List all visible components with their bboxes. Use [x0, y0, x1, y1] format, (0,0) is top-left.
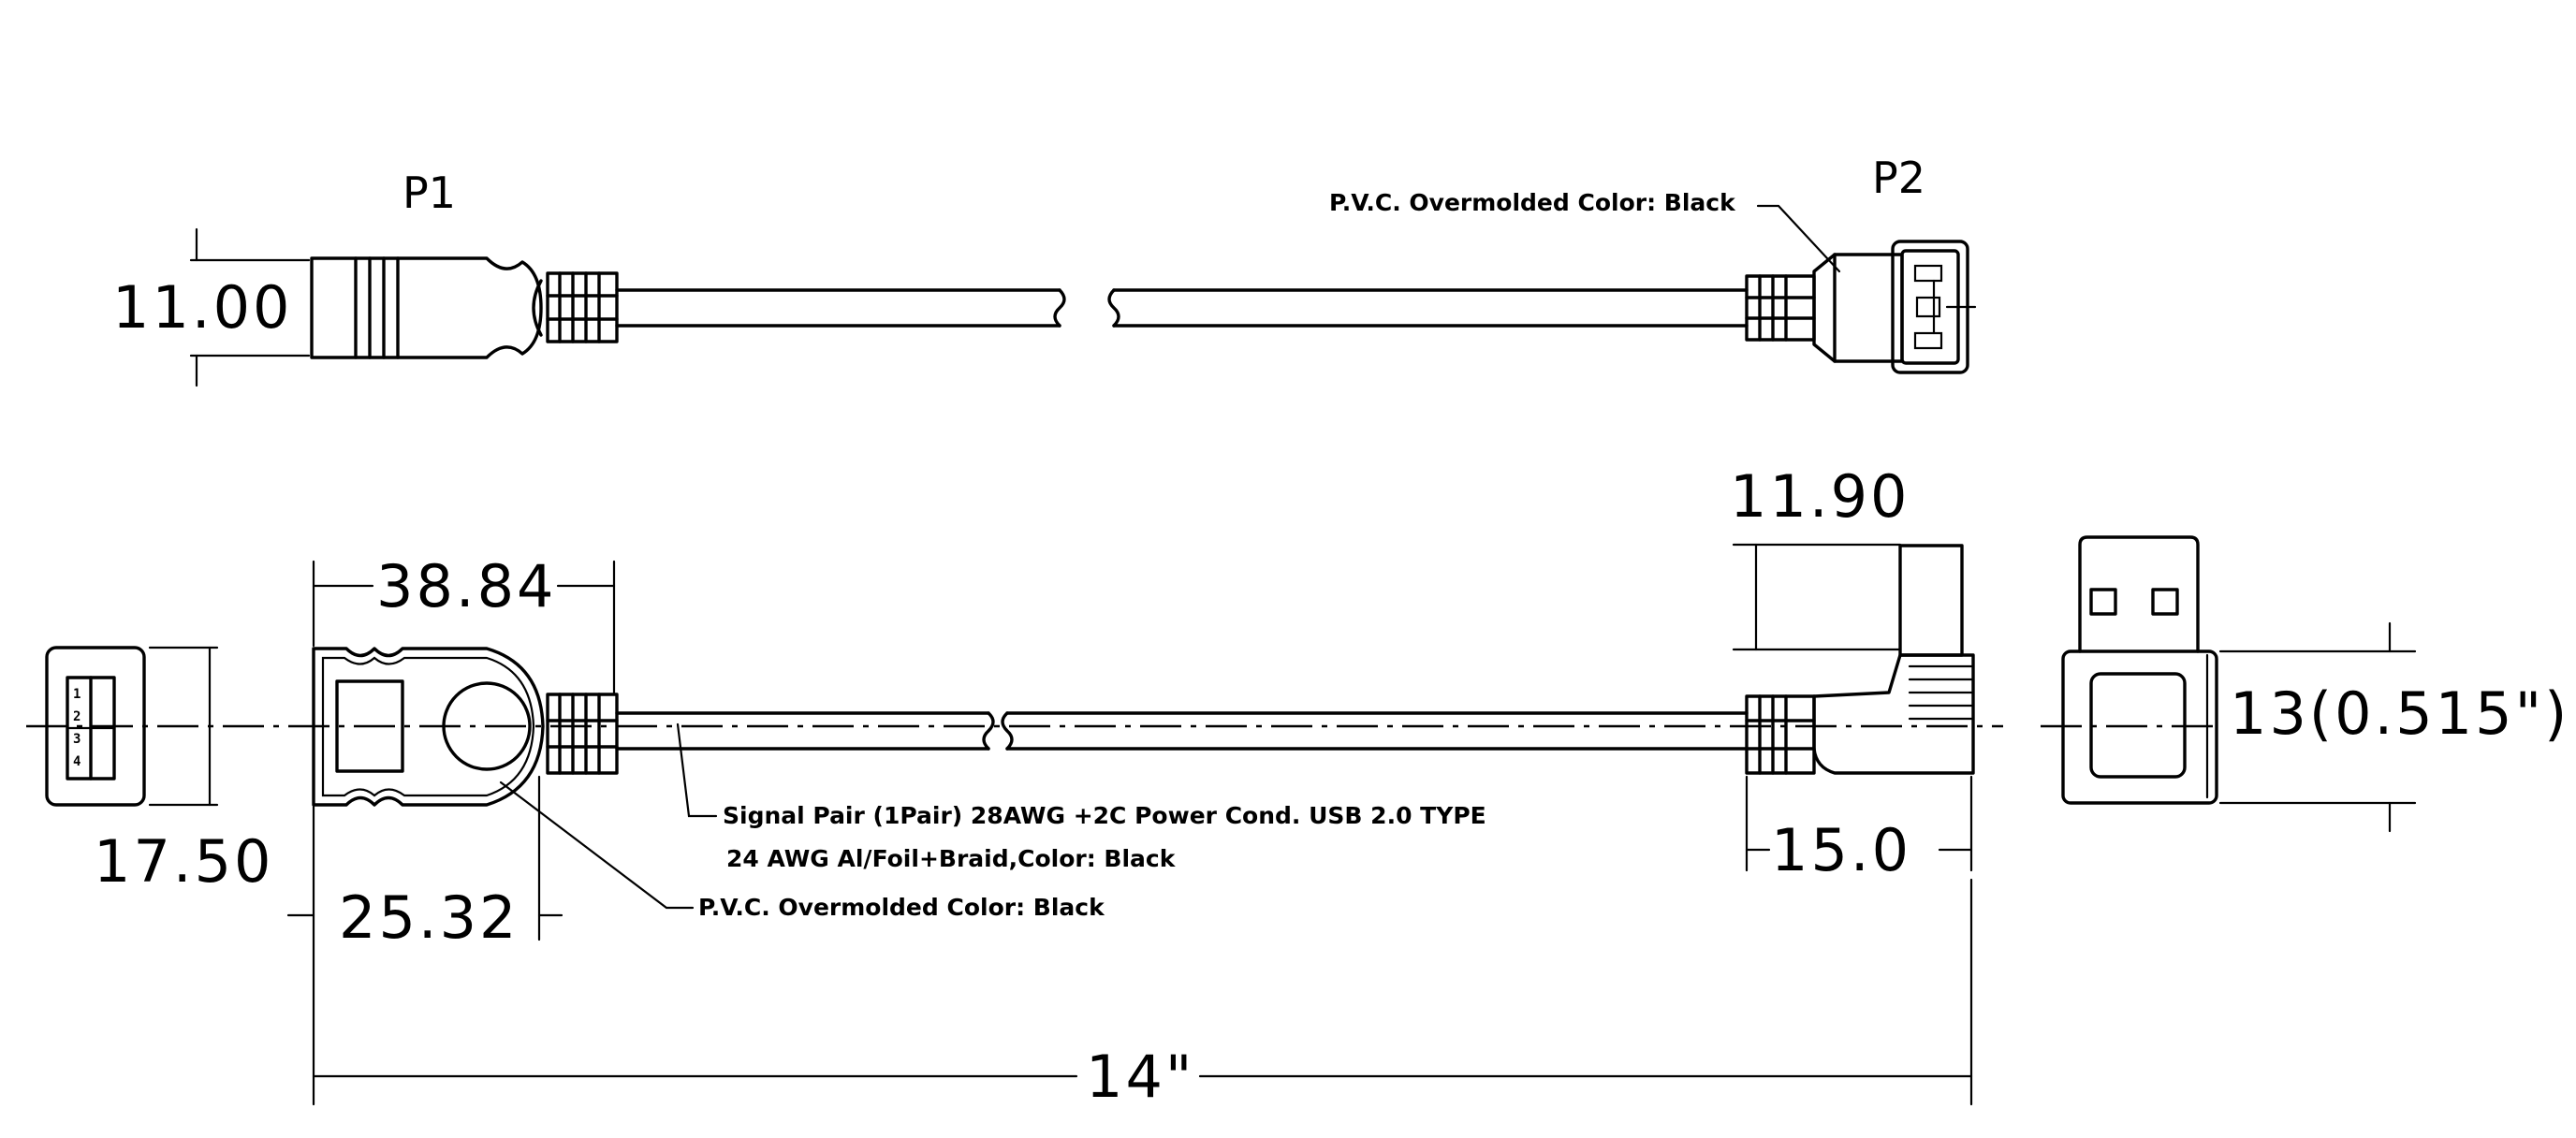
p2-thickness-dimension: 13(0.515") — [2218, 621, 2569, 833]
bottom-overmold-callout: P.V.C. Overmolded Color: Black — [499, 781, 1105, 921]
overall-length-dimension: 14" — [312, 805, 1973, 1111]
overall-length-value: 14" — [1086, 1043, 1194, 1111]
p2-connector-side — [1745, 544, 1975, 775]
pin-2: 2 — [73, 709, 80, 724]
p1-height-value: 11.00 — [112, 273, 293, 342]
p2-label: P2 — [1872, 153, 1925, 203]
p2-connector-top — [1745, 240, 1977, 374]
p2-offset-dimension: 15.0 — [1745, 775, 1973, 884]
cable-spec-callout: Signal Pair (1Pair) 28AWG +2C Power Cond… — [676, 722, 1486, 872]
p1-molded-length-value: 25.32 — [339, 883, 520, 952]
p2-height-value: 11.90 — [1730, 462, 1910, 531]
p2-end-view — [2061, 535, 2218, 805]
top-view: P1 P2 11.00 — [112, 153, 1977, 387]
p2-height-dimension: 11.90 — [1730, 462, 1910, 651]
p1-height-dimension: 11.00 — [112, 227, 311, 387]
cable-spec-line2: 24 AWG Al/Foil+Braid,Color: Black — [726, 845, 1177, 872]
p1-connector-top — [310, 256, 619, 359]
p1-body-length-dimension: 38.84 — [312, 552, 616, 696]
pin-3: 3 — [73, 732, 80, 747]
side-view: 1 2 3 4 17.50 — [26, 462, 2569, 1111]
p2-offset-value: 15.0 — [1771, 816, 1911, 884]
p1-end-view: 1 2 3 4 — [45, 646, 219, 807]
p1-label: P1 — [402, 168, 456, 218]
p1-body-length-value: 38.84 — [376, 552, 557, 620]
p2-thickness-value: 13(0.515") — [2230, 679, 2569, 748]
p1-width-value: 17.50 — [94, 827, 274, 896]
bottom-overmold-note: P.V.C. Overmolded Color: Black — [698, 894, 1105, 921]
top-overmold-note: P.V.C. Overmolded Color: Black — [1329, 189, 1736, 216]
pin-1: 1 — [73, 687, 80, 702]
top-overmold-callout: P.V.C. Overmolded Color: Black — [1329, 189, 1841, 273]
pin-4: 4 — [73, 754, 80, 769]
cable-spec-line1: Signal Pair (1Pair) 28AWG +2C Power Cond… — [723, 802, 1486, 829]
cable-top — [615, 288, 1749, 328]
p1-molded-length-dimension: 25.32 — [286, 775, 564, 952]
p1-connector-side — [312, 647, 619, 807]
cable-side — [615, 711, 1749, 751]
